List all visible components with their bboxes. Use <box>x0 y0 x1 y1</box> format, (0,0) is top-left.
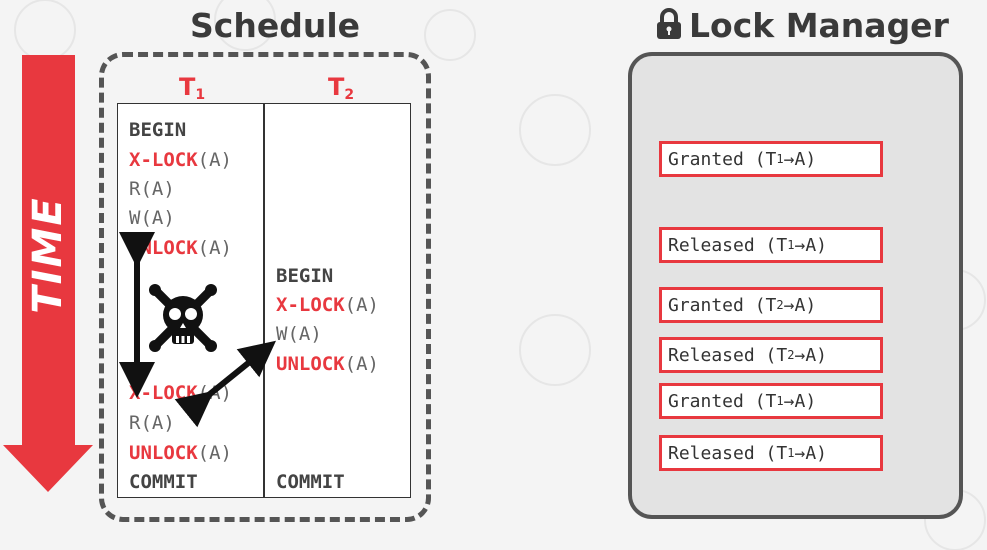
schedule-op: X-LOCK(A) <box>129 149 232 171</box>
column-divider <box>263 103 265 498</box>
t1-header: T1 <box>179 73 206 103</box>
schedule-op: COMMIT <box>129 471 198 493</box>
schedule-op: UNLOCK(A) <box>276 353 379 375</box>
time-arrow-icon <box>3 55 93 492</box>
schedule-title: Schedule <box>190 6 361 45</box>
schedule-op: BEGIN <box>129 119 187 141</box>
schedule-op: X-LOCK(A) <box>129 382 232 404</box>
lock-manager-title-text: Lock Manager <box>689 6 949 45</box>
schedule-op: W(A) <box>129 207 175 229</box>
time-label: TIME <box>25 196 71 314</box>
schedule-frame <box>99 52 431 522</box>
lock-manager-title: Lock Manager <box>655 6 949 45</box>
lock-icon <box>657 8 681 39</box>
schedule-op: R(A) <box>129 178 175 200</box>
schedule-op: COMMIT <box>276 471 345 493</box>
schedule-op: R(A) <box>129 412 175 434</box>
t2-header: T2 <box>328 73 355 103</box>
schedule-op: X-LOCK(A) <box>276 294 379 316</box>
schedule-op: BEGIN <box>276 265 334 287</box>
schedule-op: UNLOCK(A) <box>129 237 232 259</box>
schedule-op: UNLOCK(A) <box>129 442 232 464</box>
schedule-op: W(A) <box>276 323 322 345</box>
